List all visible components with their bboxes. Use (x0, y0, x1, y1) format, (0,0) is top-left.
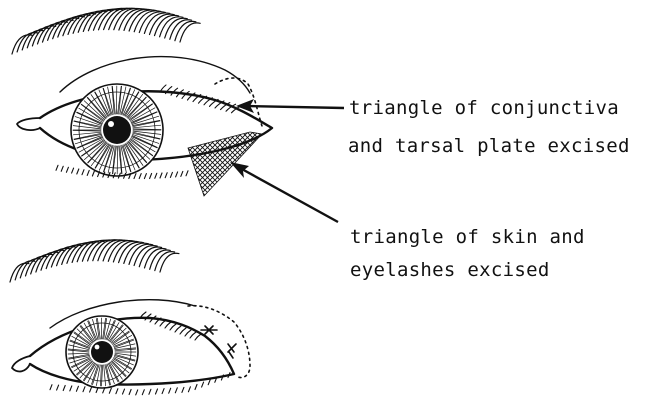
brow-hair (108, 241, 134, 262)
lower-eyelash (129, 390, 131, 395)
brow-hair (27, 28, 50, 48)
lower-eyelash (50, 385, 52, 390)
lower-eyelash (170, 172, 172, 177)
lower-eyelash (70, 386, 72, 391)
lower-pupil-highlight (95, 345, 100, 350)
label-conjunctiva-line-2: and tarsal plate excised (348, 135, 630, 157)
upper-eye-illustration (12, 8, 272, 196)
lower-eyelash (208, 380, 210, 385)
upper-eyelashes (160, 85, 241, 113)
excised-skin-triangle (188, 132, 262, 196)
brow-hair (41, 250, 65, 270)
lower-eyelash (195, 385, 197, 390)
lower-eyelash (123, 389, 125, 394)
lower-eyelash (144, 174, 146, 179)
lower-eyelash (77, 169, 79, 174)
lower-eyebrow (10, 240, 179, 282)
suture-mark-2 (228, 344, 236, 358)
lower-eyelash (134, 174, 136, 179)
lower-eyelash (169, 388, 171, 393)
lower-eyelash (182, 387, 184, 392)
sutured-flap-outline (188, 306, 250, 378)
eyelash (165, 322, 171, 328)
lower-eyelash (160, 173, 162, 178)
lower-eyelash (83, 387, 85, 392)
eyelash (185, 330, 191, 336)
lower-eyelash (181, 171, 183, 176)
lower-eyelash (90, 387, 92, 392)
brow-hair (22, 30, 44, 50)
brow-hair (51, 247, 76, 267)
upper-inner-canthus (17, 118, 40, 130)
lower-eyelash (66, 167, 68, 172)
lower-eyelash (175, 388, 177, 393)
lower-pupil (91, 341, 113, 363)
eyelash (175, 326, 181, 332)
arrow-to-skin-triangle (230, 162, 338, 222)
arrow-to-conjunctiva (236, 99, 344, 113)
brow-hair (46, 248, 70, 268)
lower-eyelash (155, 173, 157, 178)
lower-eyelash (188, 387, 190, 392)
brow-hair (160, 253, 179, 272)
lower-eyelash (61, 166, 63, 171)
eyelash (195, 334, 201, 340)
lower-inner-canthus (12, 356, 30, 371)
upper-eyelid-crease (60, 57, 250, 93)
brow-hair (36, 252, 59, 272)
lower-eyelash (82, 170, 84, 175)
upper-pupil-highlight (108, 121, 114, 127)
upper-pupil (103, 116, 131, 144)
label-skin-line-1: triangle of skin and (350, 226, 585, 248)
lower-eyelash (139, 174, 141, 179)
upper-eyebrow (12, 8, 200, 54)
lower-eyelash (202, 382, 204, 387)
label-skin-line-2: eyelashes excised (350, 259, 550, 281)
eyelash (170, 324, 176, 330)
eyelash (190, 332, 196, 338)
lower-eyelash (165, 173, 167, 178)
lower-eyelash (87, 170, 89, 175)
lower-eye-illustration (10, 240, 250, 395)
lower-eyelash (149, 389, 151, 394)
lower-eyelash (186, 171, 188, 176)
lower-eyelash (136, 390, 138, 395)
lower-eyelash (156, 389, 158, 394)
brow-hair (12, 35, 32, 54)
label-conjunctiva-line-1: triangle of conjunctiva (349, 97, 619, 119)
lower-eyelash (176, 172, 178, 177)
lower-eyelash (76, 386, 78, 391)
lower-eyelash (142, 390, 144, 395)
lower-eyelash (57, 385, 59, 390)
lower-eyelash (92, 171, 94, 176)
brow-hair (104, 8, 133, 29)
lower-eyelash (72, 168, 74, 173)
lower-eyelash (109, 388, 111, 393)
brow-hair (31, 254, 53, 274)
lower-eyelash (162, 389, 164, 394)
brow-hair (109, 8, 138, 29)
lower-eyelash (116, 389, 118, 394)
lower-eyelash (150, 174, 152, 179)
lower-eye-upper-lashes (140, 312, 201, 340)
lower-eyelash (56, 165, 58, 170)
eyelash (180, 328, 186, 334)
suture-mark-1 (201, 326, 217, 334)
lower-eyelash (63, 386, 65, 391)
